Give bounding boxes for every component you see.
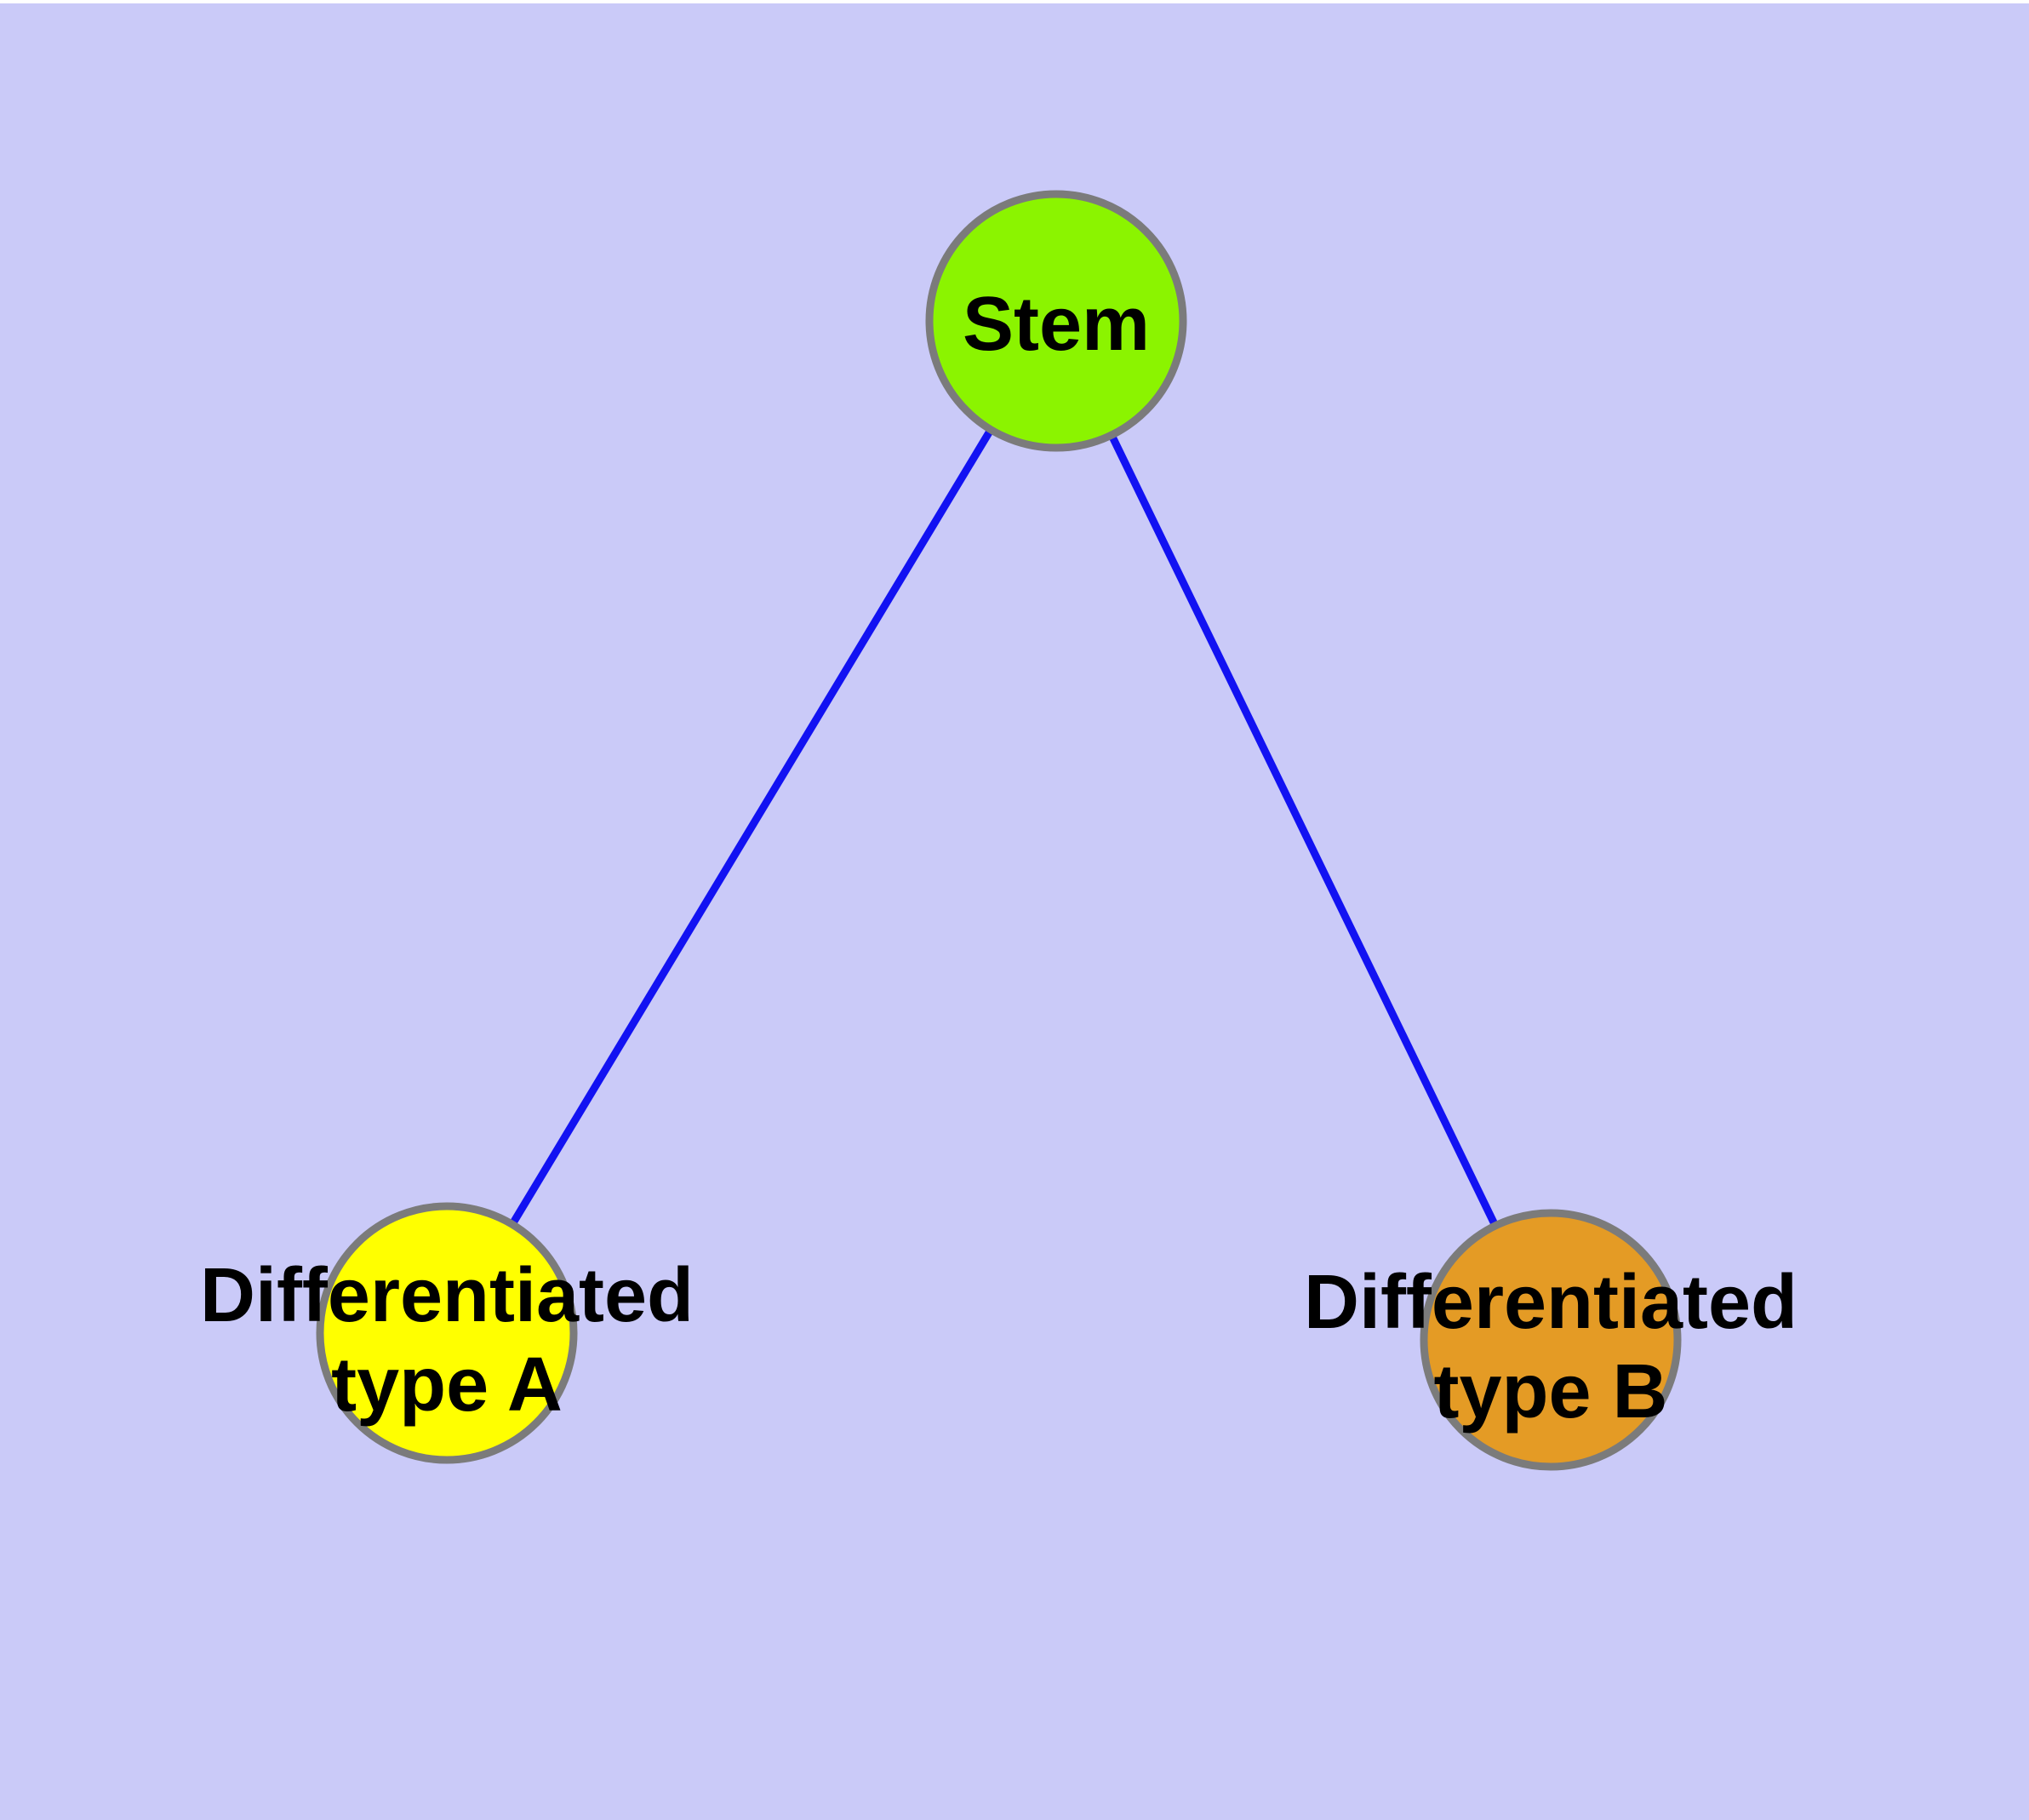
canvas-top-edge bbox=[0, 0, 2029, 3]
edge-stem-to-differentiated-type-b bbox=[1052, 319, 1555, 1342]
node-stem-label: Stem bbox=[963, 282, 1150, 367]
node-differentiated-type-a bbox=[316, 1202, 578, 1464]
node-stem bbox=[925, 190, 1187, 452]
edge-stem-to-differentiated-type-a bbox=[443, 318, 1060, 1336]
node-differentiated-type-b-label-line1: Differentiated bbox=[1304, 1260, 1798, 1345]
node-differentiated-type-b-label-line2: type B bbox=[1433, 1349, 1667, 1434]
node-differentiated-type-a-label-line1: Differentiated bbox=[200, 1253, 694, 1338]
node-differentiated-type-a-label-line2: type A bbox=[331, 1342, 563, 1428]
node-differentiated-type-b bbox=[1420, 1209, 1682, 1471]
